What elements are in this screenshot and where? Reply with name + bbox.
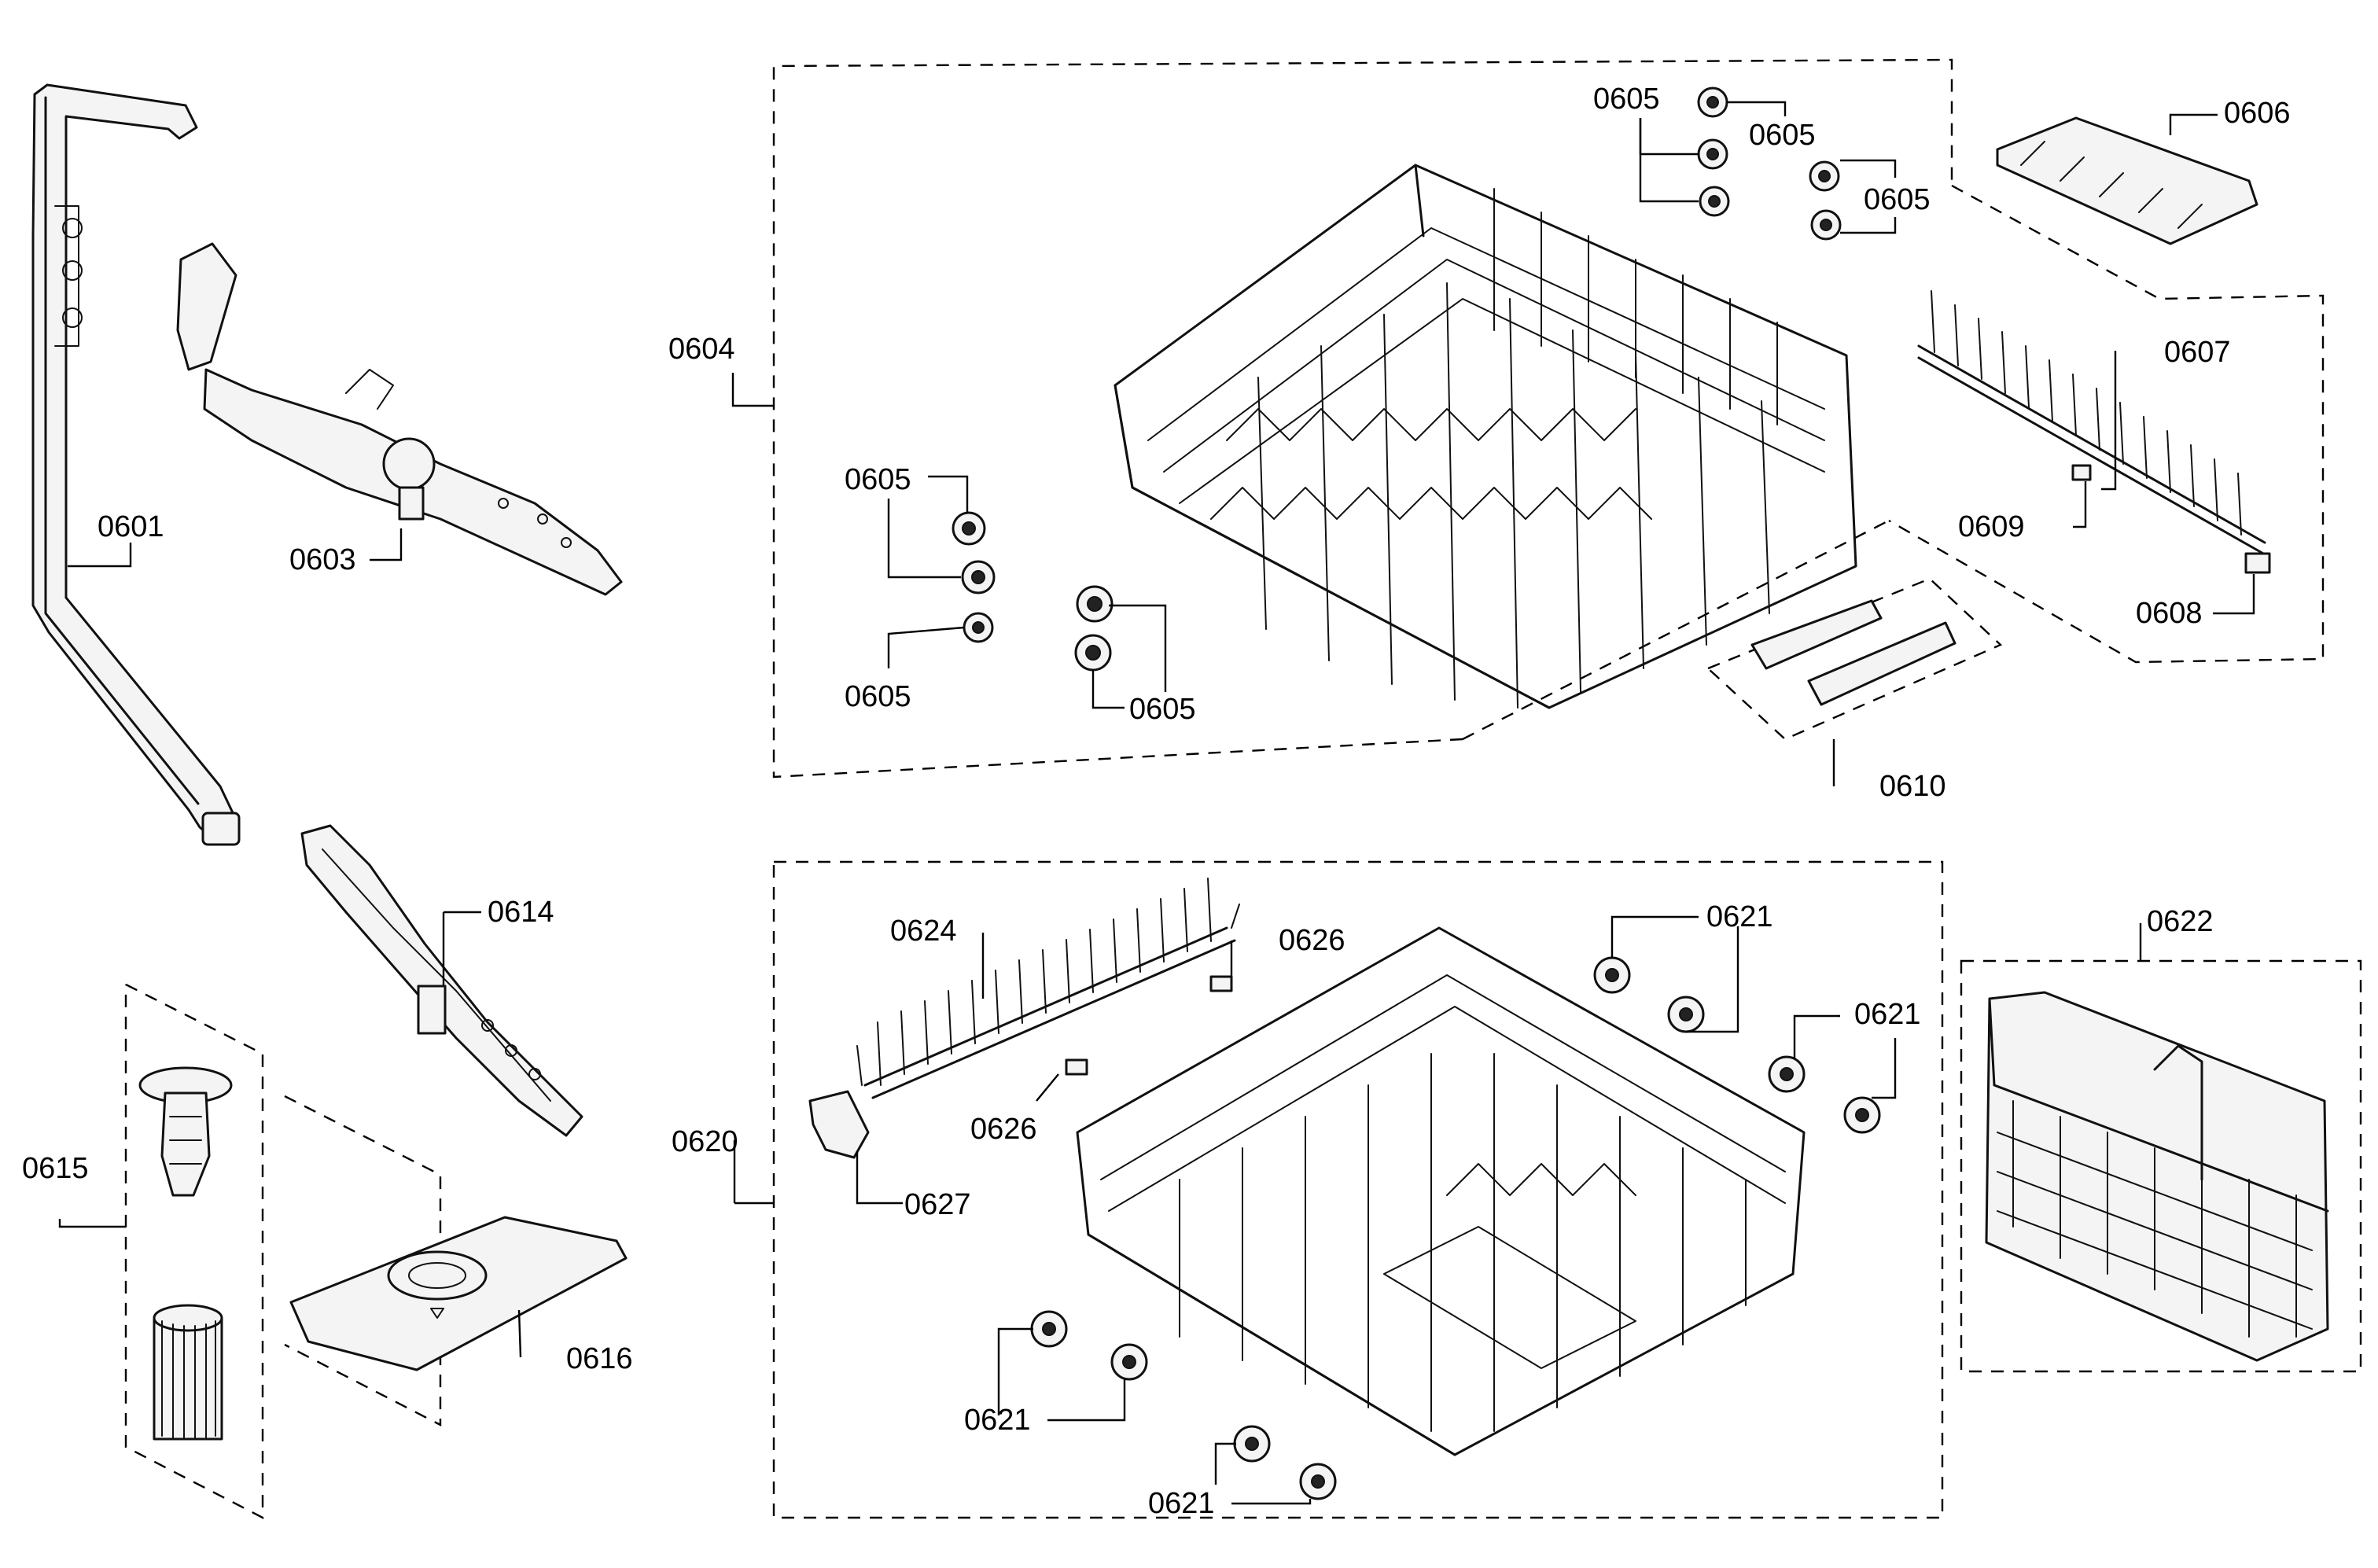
cup-shelf-illustration xyxy=(1996,116,2258,245)
label-0604: 0604 xyxy=(668,333,735,366)
label-0605-e: 0605 xyxy=(845,680,911,713)
upper-spray-arm-illustration xyxy=(176,242,623,596)
upper-rack-group-outline xyxy=(772,58,1953,778)
label-0601: 0601 xyxy=(98,510,164,543)
supply-tube-illustration xyxy=(31,83,241,846)
label-0603: 0603 xyxy=(289,543,356,576)
label-0606: 0606 xyxy=(2224,97,2291,130)
rack-latch-illustration xyxy=(808,1090,870,1159)
clip-group-outline xyxy=(1707,577,2003,741)
label-0605-a: 0605 xyxy=(1593,83,1660,116)
label-0605-f: 0605 xyxy=(1129,693,1196,726)
label-0626-a: 0626 xyxy=(1279,924,1345,957)
filter-plate-outline xyxy=(284,1095,442,1426)
lower-tine-row-illustration xyxy=(856,878,1240,1099)
label-0607: 0607 xyxy=(2164,336,2231,369)
cutlery-basket-illustration xyxy=(1985,991,2329,1362)
upper-rack-group-outline-2 xyxy=(1462,519,1890,741)
label-0615: 0615 xyxy=(22,1152,89,1185)
rack-clip-illustration xyxy=(1750,599,1957,706)
filter-illustration xyxy=(138,1066,233,1441)
label-0605-b: 0605 xyxy=(1749,119,1816,152)
filter-plate-illustration xyxy=(289,1216,628,1371)
label-0621-c: 0621 xyxy=(964,1404,1031,1437)
label-0609: 0609 xyxy=(1958,510,2025,543)
lower-rack-wheels-illustration xyxy=(1030,956,1881,1500)
cutlery-basket-group-outline xyxy=(1960,959,2362,1373)
upper-rack-wheels-illustration xyxy=(952,86,1842,672)
label-0621-a: 0621 xyxy=(1706,900,1773,933)
lower-rack-group-outline xyxy=(772,860,1944,1519)
leader-lines xyxy=(58,101,2255,1505)
label-0624: 0624 xyxy=(890,915,957,948)
label-0627: 0627 xyxy=(904,1188,971,1221)
tine-row-illustration xyxy=(1917,290,2271,574)
label-0621-d: 0621 xyxy=(1148,1487,1215,1520)
tine-row-group-outline xyxy=(1888,184,2325,664)
lower-spray-arm-illustration xyxy=(300,824,583,1137)
upper-rack-illustration xyxy=(1114,164,1857,709)
filter-group-outline xyxy=(124,983,264,1519)
label-0626-b: 0626 xyxy=(970,1113,1037,1146)
label-0605-c: 0605 xyxy=(1864,183,1931,216)
label-0616: 0616 xyxy=(566,1342,633,1375)
part-labels: 0601 0603 0604 0605 0605 0605 0605 0605 … xyxy=(22,83,2291,1520)
label-0621-b: 0621 xyxy=(1854,998,1921,1031)
label-0614: 0614 xyxy=(488,896,554,929)
label-0622: 0622 xyxy=(2147,905,2214,938)
label-0610: 0610 xyxy=(1879,770,1946,803)
label-0608: 0608 xyxy=(2136,597,2203,630)
label-0605-d: 0605 xyxy=(845,463,911,496)
lower-rack-illustration xyxy=(1076,926,1806,1456)
label-0620: 0620 xyxy=(672,1125,738,1158)
